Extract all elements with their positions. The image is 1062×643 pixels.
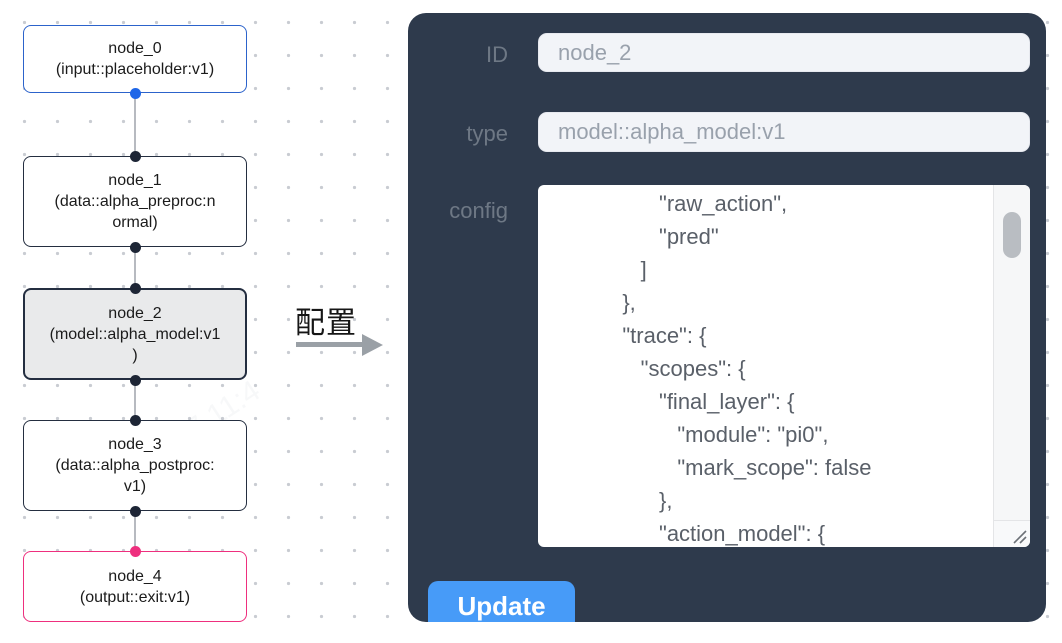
node-type-label: (model::alpha_model:v1 (49, 325, 221, 343)
id-input[interactable] (538, 33, 1030, 72)
node-type-label: (data::alpha_preproc:n (54, 193, 216, 210)
port-node4-input[interactable] (129, 545, 141, 557)
node-type-label: (input::placeholder:v1) (55, 61, 215, 78)
scrollbar-thumb[interactable] (1003, 212, 1021, 258)
port-node0-output[interactable] (129, 87, 141, 99)
edge-node2-node3 (134, 380, 136, 420)
port-node3-output[interactable] (129, 505, 141, 517)
node-title: node_1 (108, 172, 162, 189)
port-node2-output[interactable] (129, 374, 141, 386)
flow-node-node_1[interactable]: node_1 (data::alpha_preproc:n ormal) (23, 156, 247, 247)
node-title: node_4 (108, 567, 162, 585)
update-button[interactable]: Update (428, 581, 575, 622)
config-json-text: "raw_action", "pred" ] }, "trace": { "sc… (622, 191, 872, 546)
arrow-right-icon (296, 342, 364, 347)
node-title: node_3 (108, 436, 162, 453)
arrow-right-head-icon (362, 333, 383, 356)
node-type-label: ) (132, 346, 138, 364)
node-type-label: v1) (123, 478, 147, 495)
config-field-label: config (449, 198, 508, 223)
flow-node-node_4[interactable]: node_4 (output::exit:v1) (23, 551, 247, 622)
node-title: node_2 (108, 304, 162, 322)
node-type-label: (data::alpha_postproc: (55, 457, 215, 474)
edge-node3-node4 (134, 511, 136, 551)
flow-node-node_2-selected[interactable]: node_2 (model::alpha_model:v1 ) (23, 288, 247, 380)
port-node1-output[interactable] (129, 241, 141, 253)
flow-node-node_3[interactable]: node_3 (data::alpha_postproc: v1) (23, 420, 247, 511)
type-field-label: type (466, 121, 508, 146)
edge-node0-node1 (134, 93, 136, 156)
config-panel: ID type config "raw_action", "pred" ] },… (408, 13, 1046, 622)
type-input[interactable] (538, 112, 1030, 152)
node-type-label: (output::exit:v1) (79, 588, 191, 606)
config-textarea[interactable]: "raw_action", "pred" ] }, "trace": { "sc… (538, 185, 1030, 547)
edge-node1-node2 (134, 247, 136, 288)
configure-label: 配置 (295, 307, 357, 340)
flow-node-node_0[interactable]: node_0 (input::placeholder:v1) (23, 25, 247, 93)
port-node2-input[interactable] (129, 282, 141, 294)
node-title: node_0 (108, 40, 162, 57)
port-node3-input[interactable] (129, 414, 141, 426)
port-node1-input[interactable] (129, 150, 141, 162)
id-field-label: ID (486, 42, 508, 67)
resize-handle-icon[interactable] (993, 520, 1030, 547)
node-type-label: ormal) (112, 214, 158, 231)
